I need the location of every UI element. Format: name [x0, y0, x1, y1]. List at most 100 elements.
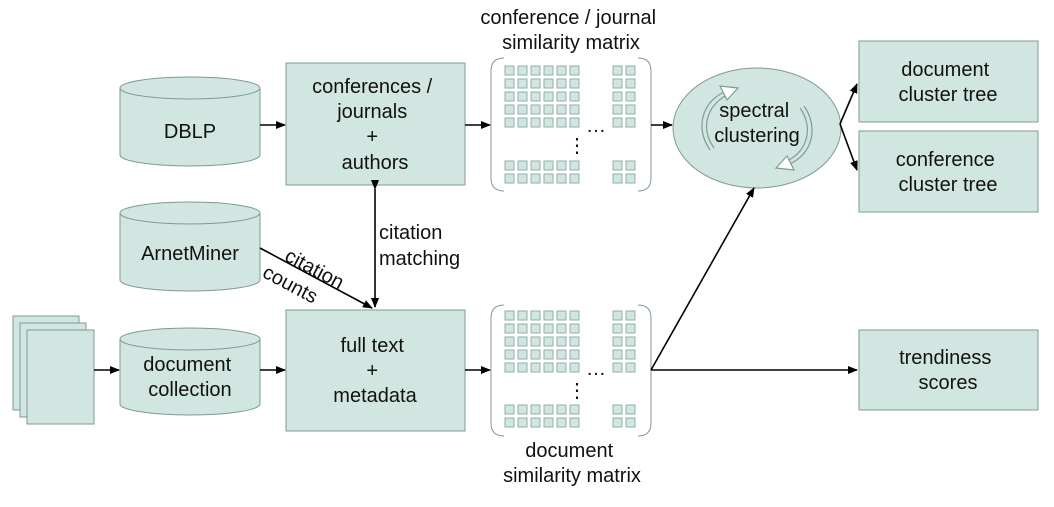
- conference-matrix-v-ellipsis: ⋮: [567, 135, 587, 157]
- matrix-cell: [569, 91, 580, 102]
- matrix-cell: [556, 104, 567, 115]
- conferences-authors-label: conferences / journals + authors: [312, 76, 438, 174]
- matrix-cell: [517, 323, 528, 334]
- matrix-cell: [517, 65, 528, 76]
- matrix-cell: [530, 323, 541, 334]
- arrow-doc-matrix-to-spectral: [650, 187, 755, 371]
- matrix-cell: [504, 336, 515, 347]
- matrix-cell: [543, 65, 554, 76]
- matrix-cell: [612, 65, 623, 76]
- matrix-cell: [504, 362, 515, 373]
- matrix-cell: [504, 404, 515, 415]
- matrix-cell: [517, 78, 528, 89]
- matrix-cell: [543, 78, 554, 89]
- matrix-cell: [530, 404, 541, 415]
- matrix-cell: [504, 78, 515, 89]
- spectral-clustering-node: spectral clustering: [672, 67, 842, 189]
- trendiness-scores-box: trendiness scores: [858, 329, 1039, 411]
- matrix-cell: [569, 349, 580, 360]
- matrix-cell: [569, 310, 580, 321]
- full-text-metadata-label: full text + metadata: [333, 335, 417, 407]
- matrix-cell: [543, 323, 554, 334]
- matrix-cell: [569, 173, 580, 184]
- conference-similarity-matrix: conference / journal similarity matrix ……: [480, 7, 661, 192]
- document-matrix-h-ellipsis: …: [586, 358, 606, 380]
- arrows: [94, 83, 858, 374]
- matrix-cell: [625, 104, 636, 115]
- arrow-spectral-to-document-tree: [839, 83, 858, 125]
- matrix-cell: [625, 362, 636, 373]
- matrix-cell: [569, 78, 580, 89]
- matrix-cell: [612, 78, 623, 89]
- spectral-clustering-label: spectral clustering: [714, 100, 800, 147]
- matrix-cell: [504, 323, 515, 334]
- matrix-cell: [625, 417, 636, 428]
- matrix-cell: [625, 117, 636, 128]
- matrix-cell: [517, 310, 528, 321]
- conference-cluster-tree-box: conference cluster tree: [858, 130, 1039, 213]
- matrix-cell: [612, 310, 623, 321]
- matrix-cell: [556, 404, 567, 415]
- matrix-cell: [569, 336, 580, 347]
- conference-matrix-title: conference / journal similarity matrix: [480, 7, 661, 54]
- matrix-cell: [612, 160, 623, 171]
- matrix-cell: [543, 310, 554, 321]
- matrix-cell: [530, 336, 541, 347]
- matrix-cell: [543, 173, 554, 184]
- matrix-cell: [517, 160, 528, 171]
- matrix-cell: [556, 65, 567, 76]
- conference-cluster-tree-label: conference cluster tree: [896, 149, 1001, 196]
- matrix-cell: [556, 349, 567, 360]
- matrix-cell: [625, 91, 636, 102]
- document-collection-database-icon: document collection: [119, 327, 261, 416]
- full-text-metadata-box: full text + metadata: [285, 309, 466, 432]
- matrix-cell: [625, 173, 636, 184]
- document-cluster-tree-box: document cluster tree: [858, 40, 1039, 123]
- document-similarity-matrix: … ⋮ document similarity matrix: [490, 304, 652, 487]
- matrix-cell: [556, 117, 567, 128]
- conference-matrix-left-bracket: [490, 57, 505, 192]
- arrow-spectral-to-conference-tree: [839, 123, 858, 171]
- citation-counts-label: citation counts: [259, 239, 353, 318]
- matrix-cell: [504, 65, 515, 76]
- matrix-cell: [530, 65, 541, 76]
- matrix-cell: [530, 91, 541, 102]
- matrix-cell: [504, 160, 515, 171]
- matrix-cell: [530, 160, 541, 171]
- matrix-cell: [530, 349, 541, 360]
- matrix-cell: [612, 173, 623, 184]
- matrix-cell: [625, 323, 636, 334]
- matrix-cell: [556, 91, 567, 102]
- matrix-cell: [612, 417, 623, 428]
- matrix-cell: [556, 362, 567, 373]
- matrix-cell: [504, 117, 515, 128]
- trendiness-scores-label: trendiness scores: [899, 347, 997, 394]
- document-matrix-right-bracket: [637, 304, 652, 437]
- matrix-cell: [530, 117, 541, 128]
- matrix-cell: [543, 104, 554, 115]
- matrix-cell: [504, 417, 515, 428]
- matrix-cell: [625, 78, 636, 89]
- matrix-cell: [543, 160, 554, 171]
- cycle-arrows-icon: [701, 85, 813, 171]
- matrix-cell: [530, 173, 541, 184]
- matrix-cell: [556, 323, 567, 334]
- matrix-cell: [517, 417, 528, 428]
- matrix-cell: [504, 173, 515, 184]
- document-collection-label: document collection: [143, 354, 236, 401]
- conferences-authors-box: conferences / journals + authors: [285, 62, 466, 186]
- matrix-cell: [625, 65, 636, 76]
- matrix-cell: [543, 417, 554, 428]
- matrix-cell: [504, 91, 515, 102]
- matrix-cell: [556, 310, 567, 321]
- document-pages-icon: [12, 315, 95, 425]
- matrix-cell: [517, 173, 528, 184]
- matrix-cell: [556, 173, 567, 184]
- matrix-cell: [569, 160, 580, 171]
- matrix-cell: [625, 404, 636, 415]
- matrix-cell: [556, 336, 567, 347]
- matrix-cell: [569, 404, 580, 415]
- matrix-cell: [625, 310, 636, 321]
- matrix-cell: [569, 323, 580, 334]
